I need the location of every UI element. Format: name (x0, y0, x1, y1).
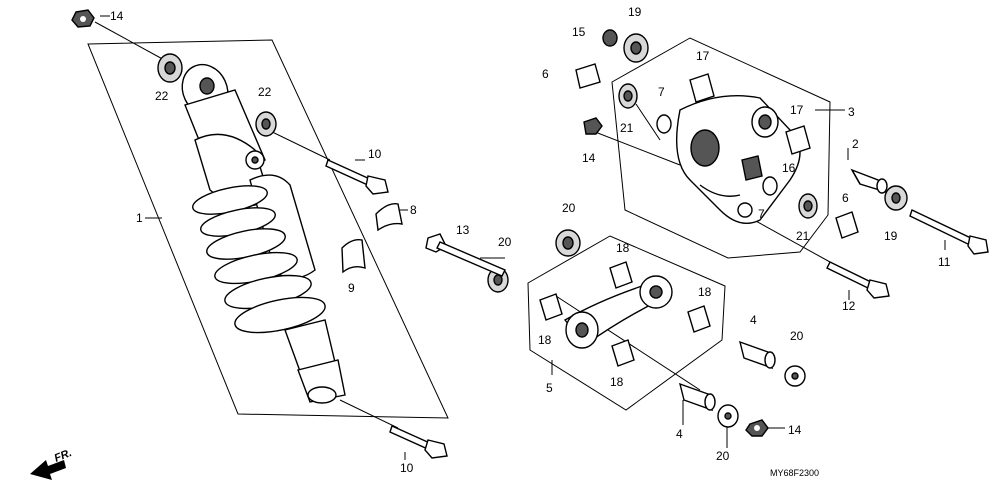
callout-22: 22 (155, 89, 169, 103)
collar-4-a (739, 340, 776, 370)
bearing-22-lower (255, 111, 277, 137)
callout-21: 21 (620, 121, 634, 135)
bolt-12 (826, 261, 890, 299)
front-direction-label: FR. (53, 447, 74, 465)
nut-14-middle (583, 117, 603, 135)
callout-18: 18 (538, 333, 552, 347)
washer-20-d (717, 404, 739, 428)
bearing-18-c (687, 305, 711, 333)
circlip-7-top (656, 114, 672, 134)
front-direction-arrow: FR. (30, 447, 74, 480)
seal-21-top (618, 83, 638, 109)
clip-9 (341, 238, 366, 274)
callout-18: 18 (698, 285, 712, 299)
rear-shock-absorber (181, 63, 346, 404)
callout-22: 22 (258, 85, 272, 99)
bearing-18-b (539, 293, 563, 321)
washer-15 (602, 29, 618, 47)
callout-7: 7 (658, 85, 665, 99)
callout-16: 16 (782, 161, 796, 175)
drawing-code: MY68F2300 (770, 468, 819, 478)
callout-17: 17 (696, 49, 710, 63)
callout-18: 18 (610, 375, 624, 389)
nut-14-upper (71, 9, 95, 28)
callout-6: 6 (542, 67, 549, 81)
callout-9: 9 (348, 281, 355, 295)
callout-14: 14 (582, 151, 596, 165)
callout-10: 10 (400, 461, 414, 475)
bearing-18-a (609, 261, 633, 289)
bolt-10-upper (325, 159, 389, 195)
washer-20-a (555, 229, 581, 257)
callout-15: 15 (572, 25, 586, 39)
collar-6-right (835, 211, 859, 239)
bearing-22-upper (157, 53, 183, 83)
callout-6: 6 (842, 191, 849, 205)
callout-20: 20 (790, 329, 804, 343)
callout-19: 19 (884, 229, 898, 243)
bearing-17-top (689, 73, 715, 103)
washer-20-c (784, 365, 806, 387)
callout-18: 18 (616, 241, 630, 255)
callout-4: 4 (676, 427, 683, 441)
collar-2 (850, 168, 888, 194)
callout-1: 1 (136, 211, 143, 225)
callout-8: 8 (410, 203, 417, 217)
spring-coils (192, 185, 326, 334)
callout-11: 11 (938, 255, 951, 269)
collar-6-top (575, 63, 601, 89)
bearing-19-top (623, 33, 649, 63)
callout-5: 5 (546, 381, 553, 395)
callout-2: 2 (852, 137, 859, 151)
callout-10: 10 (368, 147, 382, 161)
bolt-11 (909, 209, 989, 255)
callout-21: 21 (796, 229, 810, 243)
callout-12: 12 (842, 299, 856, 313)
bearing-17-right (785, 125, 811, 155)
seal-21-right (798, 193, 818, 219)
shock-group-outline (87, 39, 449, 419)
shock-link-rod (563, 275, 673, 349)
bolt-10-lower (389, 425, 448, 459)
callout-20: 20 (716, 449, 730, 463)
circlip-7-right (762, 176, 778, 196)
callout-4: 4 (750, 313, 757, 327)
callout-19: 19 (628, 5, 642, 19)
clip-8 (375, 203, 403, 232)
shock-arm (675, 95, 801, 224)
bearing-19-right (884, 185, 908, 211)
bolt-13 (425, 233, 506, 277)
callout-7: 7 (758, 207, 765, 221)
callout-3: 3 (848, 105, 855, 119)
arm-group-outline (611, 37, 831, 259)
callout-14: 14 (788, 423, 802, 437)
callout-13: 13 (456, 223, 470, 237)
callout-labels: 14 22 22 10 1 8 9 10 19 15 6 17 3 7 21 1… (110, 5, 951, 475)
collar-4-b (679, 382, 716, 412)
callout-14: 14 (110, 9, 124, 23)
callout-20: 20 (562, 201, 576, 215)
collar-16 (741, 155, 763, 181)
bearing-18-d (611, 339, 635, 367)
callout-20: 20 (498, 235, 512, 249)
nut-14-lower (745, 419, 769, 437)
callout-17: 17 (790, 103, 804, 117)
rod-group-outline (527, 235, 726, 411)
